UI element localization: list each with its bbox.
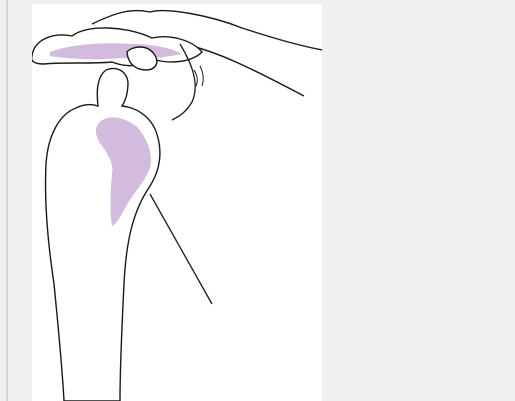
label-leader-line xyxy=(150,194,212,304)
scapula-mark-2 xyxy=(200,66,203,86)
left-frame-panel xyxy=(0,0,32,401)
humerus-bone xyxy=(45,69,159,401)
shoulder-illustration xyxy=(32,4,322,401)
left-edge-divider xyxy=(6,0,8,401)
image-viewport[interactable] xyxy=(32,4,322,401)
empty-right-pane xyxy=(322,0,515,401)
